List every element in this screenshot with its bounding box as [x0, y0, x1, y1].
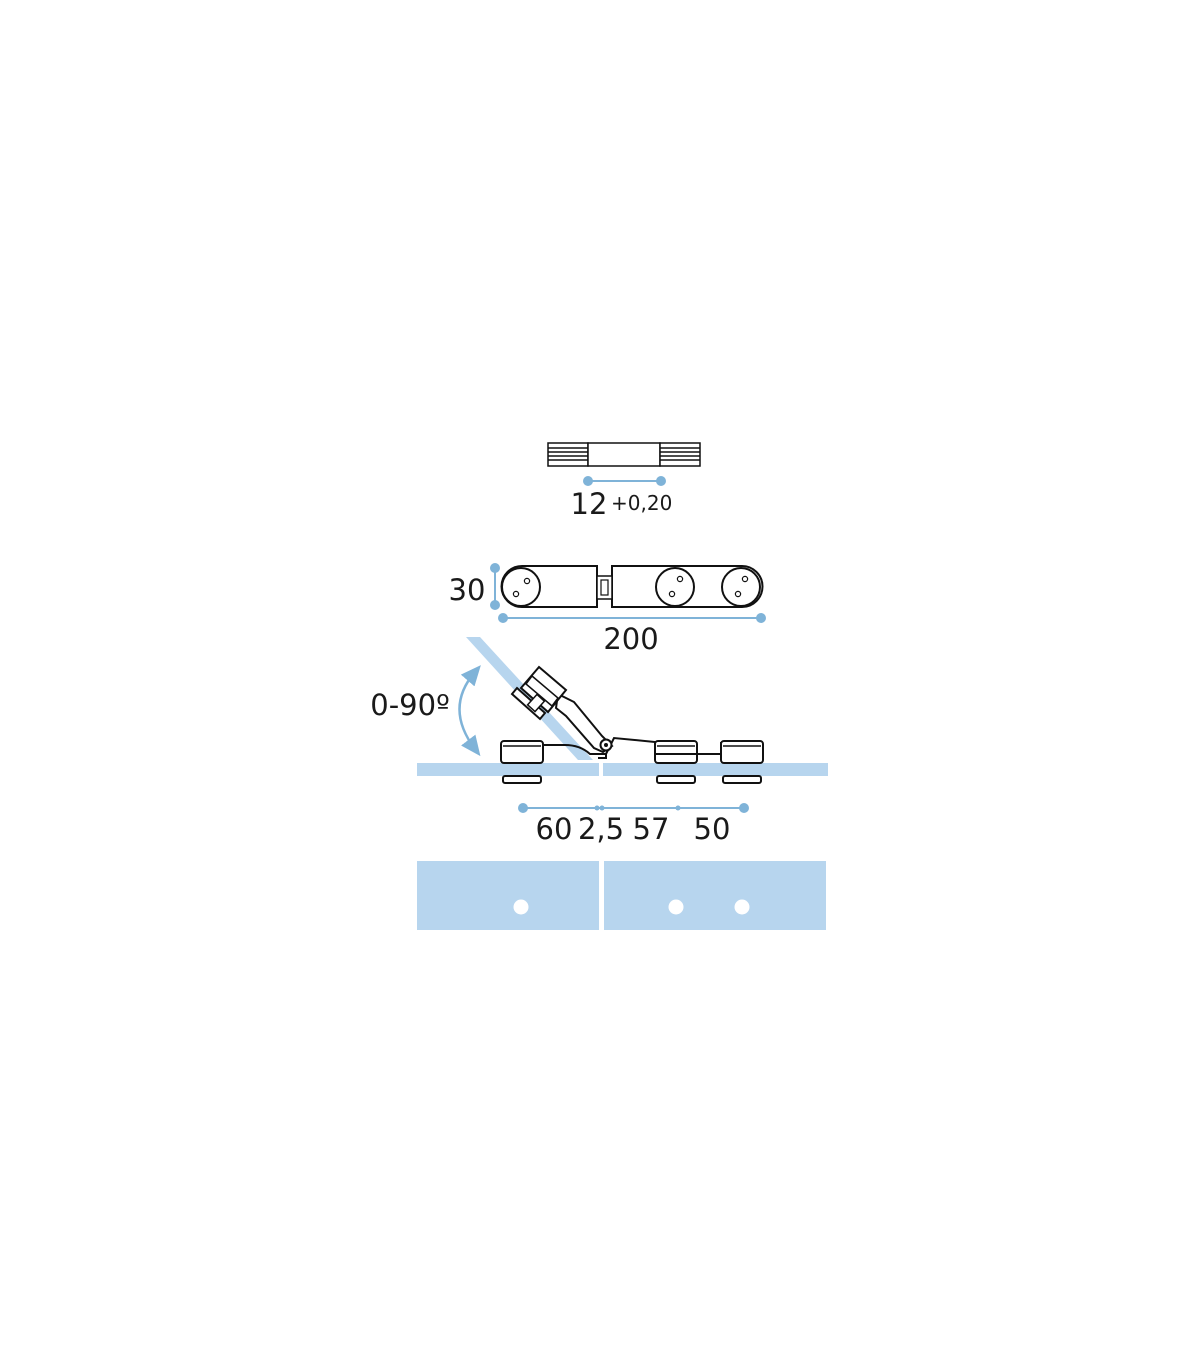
- tilted-clamp: [510, 665, 568, 721]
- plan-view: 30 200: [449, 563, 766, 656]
- glass-panel-left-edge: [417, 763, 599, 776]
- base-clamp-left: [500, 740, 544, 784]
- spacing-label-4: 50: [694, 812, 731, 846]
- spacing-label-3: 57: [633, 812, 670, 846]
- angle-arc-arrow: [458, 665, 481, 757]
- gap-body: [587, 442, 661, 467]
- clamp-disc-1: [501, 567, 541, 607]
- hinge-tilted-arm: [554, 692, 614, 754]
- glass-panel-right-front: [604, 861, 826, 930]
- gap-value-label: 12: [571, 487, 608, 521]
- gap-tolerance-label: +0,20: [611, 491, 672, 515]
- right-clamp-stripes: [659, 442, 701, 467]
- clamp-disc-2: [655, 567, 695, 607]
- glass-hole-3: [734, 899, 750, 915]
- base-clamp-right: [720, 740, 764, 784]
- pivot-pin: [599, 738, 613, 752]
- glass-hole-1: [513, 899, 529, 915]
- length-value-label: 200: [603, 622, 658, 656]
- top-view-gap-detail: 12 +0,20: [547, 442, 701, 521]
- glass-panel-left-front: [417, 861, 599, 930]
- base-clamp-middle: [654, 740, 698, 784]
- glass-hole-2: [668, 899, 684, 915]
- front-view-glass: [417, 861, 826, 930]
- angle-label: 0-90º: [370, 688, 449, 722]
- hinge-base-arm: [543, 736, 722, 759]
- spacing-label-2: 2,5: [578, 812, 624, 846]
- glass-panel-right-edge: [603, 763, 828, 776]
- left-clamp-stripes: [547, 442, 589, 467]
- height-value-label: 30: [449, 573, 486, 607]
- clamp-disc-3: [721, 567, 761, 607]
- spacing-label-1: 60: [536, 812, 573, 846]
- side-view: 0-90º: [370, 637, 828, 846]
